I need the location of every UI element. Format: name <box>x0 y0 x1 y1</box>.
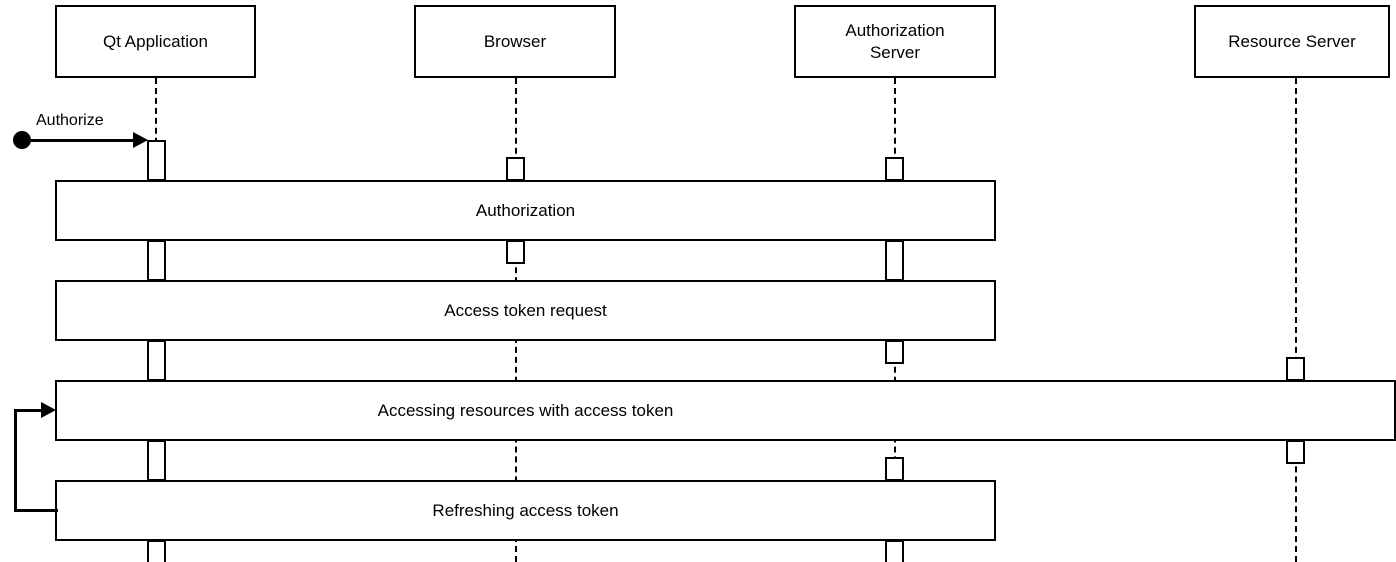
loop-arrow-left-segment <box>14 410 17 511</box>
activation-bar-authorization-server <box>885 157 904 181</box>
message-label: Accessing resources with access token <box>377 400 674 420</box>
participant-label: Authorization Server <box>845 21 945 62</box>
activation-bar-qt-application <box>147 540 166 562</box>
message-label: Refreshing access token <box>432 500 619 520</box>
activation-bar-browser <box>506 240 525 264</box>
participant-label: Resource Server <box>1228 31 1356 51</box>
activation-bar-authorization-server <box>885 457 904 481</box>
lifeline-resource-server <box>1295 78 1297 562</box>
activation-bar-qt-application <box>147 440 166 481</box>
activation-bar-authorization-server <box>885 340 904 364</box>
start-message-label: Authorize <box>36 112 104 129</box>
message-box-refreshing-token[interactable]: Refreshing access token <box>55 480 996 541</box>
participant-label: Qt Application <box>103 31 208 51</box>
participant-authorization-server[interactable]: Authorization Server <box>794 5 996 78</box>
start-node-icon <box>13 131 31 149</box>
message-label: Authorization <box>475 200 576 220</box>
loop-arrow-top-segment <box>14 409 43 412</box>
activation-bar-browser <box>506 157 525 181</box>
participant-qt-application[interactable]: Qt Application <box>55 5 256 78</box>
message-box-access-token-request[interactable]: Access token request <box>55 280 996 341</box>
message-box-accessing-resources[interactable]: Accessing resources with access token <box>55 380 1396 441</box>
loop-arrowhead-icon <box>41 402 56 418</box>
activation-bar-resource-server <box>1286 357 1305 381</box>
activation-bar-qt-application <box>147 340 166 381</box>
start-arrowhead-icon <box>133 132 148 148</box>
loop-arrow-bottom-segment <box>14 509 58 512</box>
activation-bar-resource-server <box>1286 440 1305 464</box>
message-label: Access token request <box>444 300 607 320</box>
message-box-authorization[interactable]: Authorization <box>55 180 996 241</box>
participant-label: Browser <box>483 31 547 51</box>
activation-bar-qt-application <box>147 140 166 181</box>
participant-browser[interactable]: Browser <box>414 5 616 78</box>
activation-bar-qt-application <box>147 240 166 281</box>
activation-bar-authorization-server <box>885 540 904 562</box>
start-arrow-line <box>28 139 135 142</box>
participant-resource-server[interactable]: Resource Server <box>1194 5 1390 78</box>
activation-bar-authorization-server <box>885 240 904 281</box>
